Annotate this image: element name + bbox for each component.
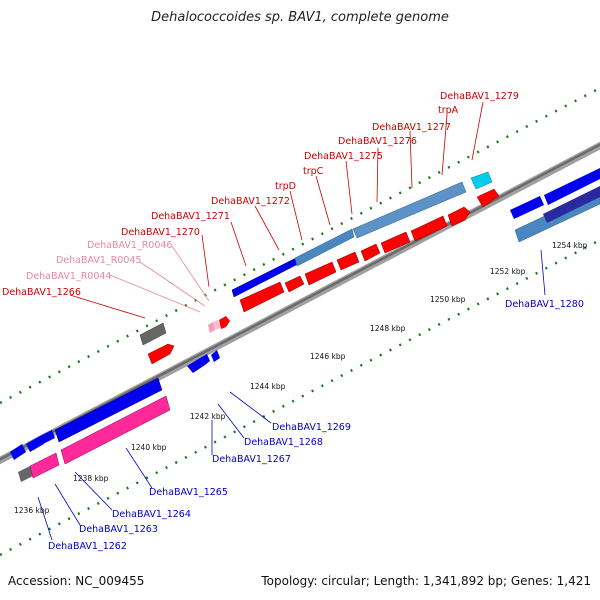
accession-text: Accession: NC_009455 bbox=[8, 574, 145, 588]
trpC-feature[interactable] bbox=[304, 261, 337, 286]
gene-1269-feature[interactable] bbox=[211, 350, 220, 362]
label-1277: DehaBAV1_1277 bbox=[372, 122, 451, 133]
label-r0045: DehaBAV1_R0045 bbox=[56, 255, 141, 266]
gene-1265-feature[interactable] bbox=[54, 377, 163, 443]
gene-1262-feature[interactable] bbox=[18, 466, 33, 482]
trpA-feature[interactable] bbox=[410, 215, 448, 242]
feature-blue-right-1[interactable] bbox=[510, 196, 544, 219]
kbp-label-1236: 1236 kbp bbox=[14, 506, 50, 515]
kbp-label-1244: 1244 kbp bbox=[250, 382, 286, 391]
label-1276: DehaBAV1_1276 bbox=[338, 136, 417, 147]
kbp-label-1238: 1238 kbp bbox=[73, 474, 109, 483]
kbp-label-1240: 1240 kbp bbox=[131, 443, 167, 452]
feature-blue-left-3[interactable] bbox=[40, 430, 55, 444]
gene-1270-feature[interactable] bbox=[219, 316, 230, 329]
label-1267: DehaBAV1_1267 bbox=[212, 454, 291, 465]
kbp-label-1254: 1254 kbp bbox=[552, 241, 588, 250]
gene-1279-feature[interactable] bbox=[470, 171, 493, 190]
genome-summary-text: Topology: circular; Length: 1,341,892 bp… bbox=[261, 574, 591, 588]
upper-leader-lines bbox=[69, 101, 484, 319]
gene-1267-feature[interactable] bbox=[187, 358, 205, 373]
kbp-label-1246: 1246 kbp bbox=[310, 352, 346, 361]
label-1270: DehaBAV1_1270 bbox=[121, 227, 200, 238]
label-1262: DehaBAV1_1262 bbox=[48, 541, 127, 552]
label-1268: DehaBAV1_1268 bbox=[244, 437, 323, 448]
feature-red-1[interactable] bbox=[147, 343, 175, 365]
label-1266: DehaBAV1_1266 bbox=[2, 287, 81, 298]
gene-1268-feature[interactable] bbox=[200, 354, 210, 365]
rna-r0045-feature[interactable] bbox=[213, 320, 220, 330]
rna-r0044-feature[interactable] bbox=[208, 322, 215, 333]
kbp-label-1250: 1250 kbp bbox=[430, 295, 466, 304]
gene-steel-band[interactable] bbox=[294, 228, 355, 267]
feature-blue-left-1[interactable] bbox=[10, 444, 26, 460]
feature-blue-left-2[interactable] bbox=[26, 436, 44, 452]
label-1280: DehaBAV1_1280 bbox=[505, 299, 584, 310]
feature-red-2[interactable] bbox=[447, 206, 471, 227]
trpD-feature[interactable] bbox=[284, 275, 305, 293]
gene-1272-feature[interactable] bbox=[239, 281, 285, 313]
label-1263: DehaBAV1_1263 bbox=[79, 524, 158, 535]
kbp-label-1252: 1252 kbp bbox=[490, 267, 526, 276]
label-1264: DehaBAV1_1264 bbox=[112, 509, 191, 520]
kbp-label-1242: 1242 kbp bbox=[190, 412, 226, 421]
gene-1275-feature[interactable] bbox=[336, 251, 360, 271]
lower-leader-lines bbox=[37, 249, 546, 541]
label-1269: DehaBAV1_1269 bbox=[272, 422, 351, 433]
label-trpA: trpA bbox=[438, 105, 459, 116]
label-trpC: trpC bbox=[303, 166, 324, 177]
kbp-scale-labels: 1236 kbp 1238 kbp 1240 kbp 1242 kbp 1244… bbox=[14, 241, 588, 515]
label-r0046: DehaBAV1_R0046 bbox=[87, 240, 172, 251]
gene-1276-feature[interactable] bbox=[360, 243, 381, 262]
gene-1277-feature[interactable] bbox=[380, 231, 411, 254]
map-title: Dehalococcoides sp. BAV1, complete genom… bbox=[151, 10, 449, 25]
lower-gene-labels: DehaBAV1_1262 DehaBAV1_1263 DehaBAV1_126… bbox=[48, 299, 584, 552]
tick-row-inner bbox=[0, 238, 600, 557]
gene-steel-band-2[interactable] bbox=[352, 181, 467, 239]
kbp-label-1248: 1248 kbp bbox=[370, 324, 406, 333]
upper-track-features bbox=[139, 171, 500, 365]
label-1265: DehaBAV1_1265 bbox=[149, 487, 228, 498]
label-1271: DehaBAV1_1271 bbox=[151, 211, 230, 222]
lower-track-features bbox=[10, 168, 600, 482]
label-r0044: DehaBAV1_R0044 bbox=[26, 271, 111, 282]
label-1272: DehaBAV1_1272 bbox=[211, 196, 290, 207]
label-1275: DehaBAV1_1275 bbox=[304, 151, 383, 162]
feature-blue-right-2[interactable] bbox=[544, 168, 600, 205]
feature-darkblue-right[interactable] bbox=[543, 186, 600, 223]
feature-red-3[interactable] bbox=[476, 188, 500, 208]
gene-1266-feature[interactable] bbox=[139, 322, 167, 346]
upper-gene-labels: DehaBAV1_1266 DehaBAV1_R0044 DehaBAV1_R0… bbox=[2, 91, 519, 298]
gene-1264-feature[interactable] bbox=[60, 395, 171, 465]
label-1279: DehaBAV1_1279 bbox=[440, 91, 519, 102]
label-trpD: trpD bbox=[275, 181, 296, 192]
gene-1263-feature[interactable] bbox=[29, 452, 60, 479]
